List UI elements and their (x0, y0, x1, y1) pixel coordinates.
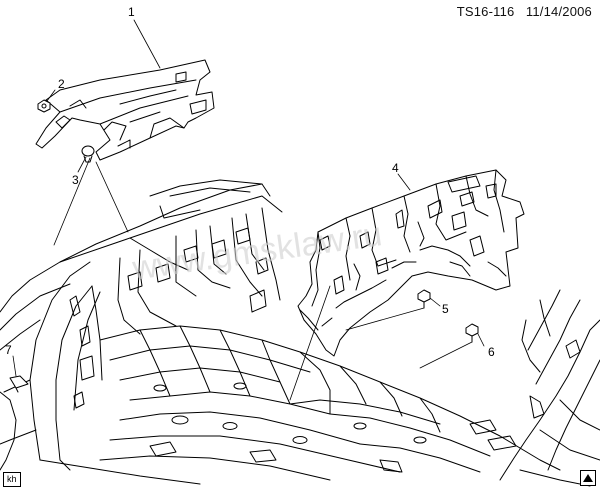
callout-3: 3 (72, 173, 79, 187)
diagram-header: TS16-116 11/14/2006 (457, 4, 592, 19)
callout-7: 7 (5, 343, 12, 357)
callout-leaders-top (46, 19, 161, 246)
diagram-date: 11/14/2006 (525, 4, 592, 19)
callout-4: 4 (392, 161, 399, 175)
part-3-retainer (81, 145, 95, 163)
callout-1: 1 (128, 5, 135, 19)
corner-logo-icon (580, 470, 596, 486)
part-7-bracket (9, 375, 29, 393)
part-4-insulator (297, 169, 525, 357)
part-2-nut (37, 99, 51, 113)
vehicle-body-structure (0, 179, 600, 487)
callout-leaders-right (12, 173, 485, 401)
part-1-upper-panel (35, 59, 215, 161)
callout-5: 5 (442, 302, 449, 316)
callout-2: 2 (58, 77, 65, 91)
callout-6: 6 (488, 345, 495, 359)
artist-tag: kh (3, 472, 21, 487)
part-5-fastener (417, 289, 431, 309)
diagram-id: TS16-116 (456, 4, 515, 19)
part-6-fastener (465, 323, 479, 343)
